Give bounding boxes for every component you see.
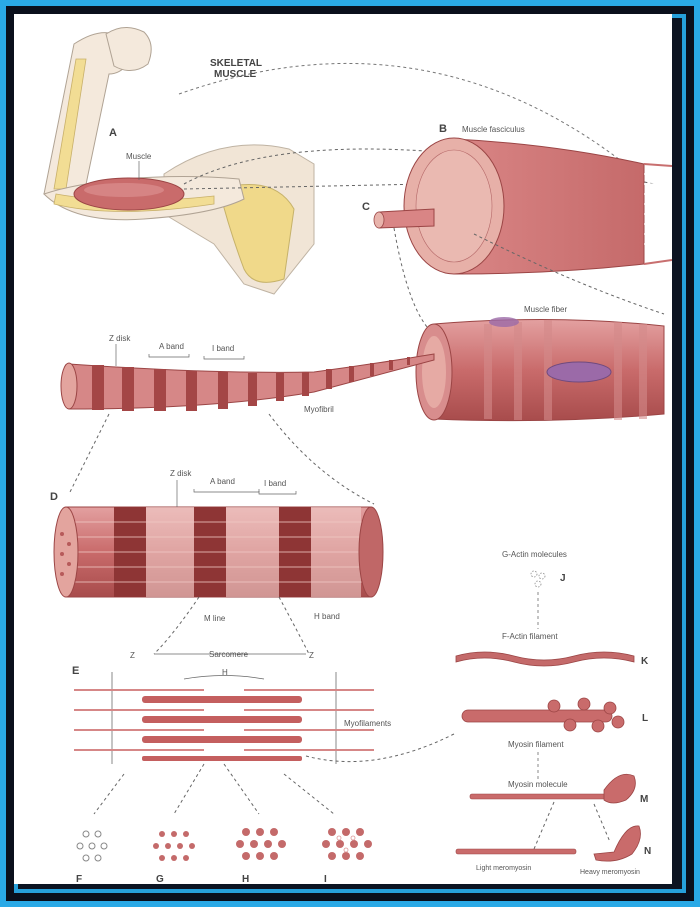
label-g: G: [156, 874, 164, 884]
muscle-diagram: SKELETAL MUSCLE A Muscle: [14, 14, 672, 884]
title-line2: MUSCLE: [214, 69, 257, 80]
label-i-band-1: I band: [212, 344, 234, 353]
g-actin-molecules: [531, 571, 545, 587]
label-f-actin: F-Actin filament: [502, 632, 558, 641]
label-j: J: [560, 573, 566, 584]
arm-illustration: [44, 27, 314, 294]
label-z-disk-1: Z disk: [109, 334, 131, 343]
myofibril-cylinder: [54, 507, 383, 597]
label-m-line: M line: [204, 614, 226, 623]
label-c: C: [362, 201, 370, 213]
myosin-filament: [462, 698, 624, 732]
f-actin-filament: [456, 652, 634, 666]
label-light-meromyosin: Light meromyosin: [476, 865, 531, 872]
cross-section-i: [322, 828, 372, 860]
label-z-disk-2: Z disk: [170, 469, 192, 478]
muscle-fasciculus: [374, 138, 672, 274]
label-h-band: H band: [314, 612, 340, 621]
label-myofibril: Myofibril: [304, 405, 334, 414]
heavy-meromyosin: [594, 826, 640, 861]
label-muscle: Muscle: [126, 152, 152, 161]
label-e: E: [72, 665, 79, 677]
label-g-actin: G-Actin molecules: [502, 550, 567, 559]
label-l: L: [642, 713, 648, 724]
label-f: F: [76, 874, 82, 884]
cross-section-g: [153, 831, 195, 861]
title-line1: SKELETAL: [210, 58, 262, 69]
label-a-band-2: A band: [210, 477, 235, 486]
label-myosin-filament: Myosin filament: [508, 740, 564, 749]
label-muscle-fasciculus: Muscle fasciculus: [462, 125, 525, 134]
label-h: H: [242, 874, 249, 884]
cross-section-f: [77, 831, 107, 861]
label-sarcomere: Sarcomere: [209, 650, 249, 659]
light-meromyosin: [456, 849, 576, 854]
label-b: B: [439, 123, 447, 135]
cross-section-h: [236, 828, 286, 860]
label-z-right: Z: [309, 651, 314, 660]
label-d: D: [50, 491, 58, 503]
label-h-zone: H: [222, 668, 228, 677]
label-a-band-1: A band: [159, 342, 184, 351]
label-i: I: [324, 874, 327, 884]
label-myosin-molecule: Myosin molecule: [508, 780, 568, 789]
label-k: K: [641, 656, 649, 667]
diagram-canvas: SKELETAL MUSCLE A Muscle: [14, 14, 672, 884]
label-m: M: [640, 794, 648, 805]
myofibril-tapered: [61, 354, 434, 411]
label-n: N: [644, 846, 651, 857]
muscle-fiber: [416, 317, 664, 421]
label-i-band-2: I band: [264, 479, 286, 488]
label-muscle-fiber: Muscle fiber: [524, 305, 567, 314]
label-myofilaments: Myofilaments: [344, 719, 391, 728]
label-heavy-meromyosin: Heavy meromyosin: [580, 869, 640, 876]
label-z-left: Z: [130, 651, 135, 660]
label-a: A: [109, 127, 117, 139]
